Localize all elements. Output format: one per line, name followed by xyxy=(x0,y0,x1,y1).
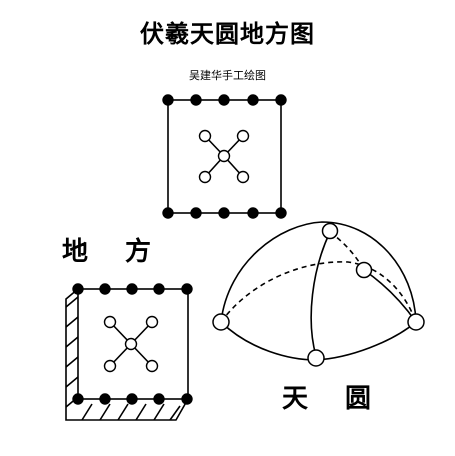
white-circle xyxy=(124,337,138,351)
white-circle xyxy=(103,359,117,373)
white-circle xyxy=(145,315,159,329)
black-dot xyxy=(181,283,193,295)
hatch-mark xyxy=(65,356,79,368)
black-dot xyxy=(126,283,138,295)
white-circle xyxy=(145,359,159,373)
white-circle xyxy=(355,261,373,279)
black-dot xyxy=(162,207,174,219)
white-circle xyxy=(407,313,425,331)
black-dot xyxy=(153,393,165,405)
white-circle xyxy=(217,149,231,163)
black-dot xyxy=(190,207,202,219)
black-dot xyxy=(162,94,174,106)
white-circle xyxy=(212,313,230,331)
black-dot xyxy=(275,207,287,219)
earth-square-label: 地 方 xyxy=(62,237,166,267)
hatch-mark xyxy=(65,316,79,328)
hatch-mark xyxy=(135,403,147,421)
dome-meridian-front xyxy=(310,231,331,357)
hatch-mark xyxy=(153,403,165,421)
black-dot xyxy=(99,283,111,295)
heaven-dome-nodes xyxy=(212,222,425,367)
diagram-title: 伏羲天圆地方图 xyxy=(140,19,315,48)
black-dot xyxy=(181,393,193,405)
ground-outline xyxy=(65,288,189,421)
black-dot xyxy=(126,393,138,405)
black-dot xyxy=(99,393,111,405)
black-dot xyxy=(247,94,259,106)
white-circle xyxy=(198,129,212,143)
hatch-mark xyxy=(99,403,111,421)
hatch-mark xyxy=(169,405,181,421)
white-circle xyxy=(321,222,339,240)
heaven-dome-figure xyxy=(220,221,417,361)
white-circle xyxy=(198,170,212,184)
heaven-round-label: 天 圆 xyxy=(282,384,386,414)
dome-back-right xyxy=(363,269,417,323)
white-circle xyxy=(103,315,117,329)
white-circle xyxy=(236,129,250,143)
black-dot xyxy=(72,283,84,295)
black-dot xyxy=(247,207,259,219)
black-dot xyxy=(218,207,230,219)
hatch-mark xyxy=(81,403,93,421)
black-dot xyxy=(275,94,287,106)
black-dot xyxy=(72,393,84,405)
dome-outer-arc xyxy=(220,221,417,323)
hatch-mark xyxy=(65,296,79,308)
earth-square-nodes xyxy=(72,283,193,405)
hatch-mark xyxy=(65,376,79,388)
hatch-mark xyxy=(65,336,79,348)
dome-back-base xyxy=(220,261,417,323)
white-circle xyxy=(307,349,325,367)
author-credit: 吴建华手工绘图 xyxy=(189,69,266,82)
black-dot xyxy=(190,94,202,106)
white-circle xyxy=(236,170,250,184)
top-square-nodes xyxy=(162,94,287,219)
black-dot xyxy=(218,94,230,106)
hatch-mark xyxy=(117,403,129,421)
black-dot xyxy=(153,283,165,295)
